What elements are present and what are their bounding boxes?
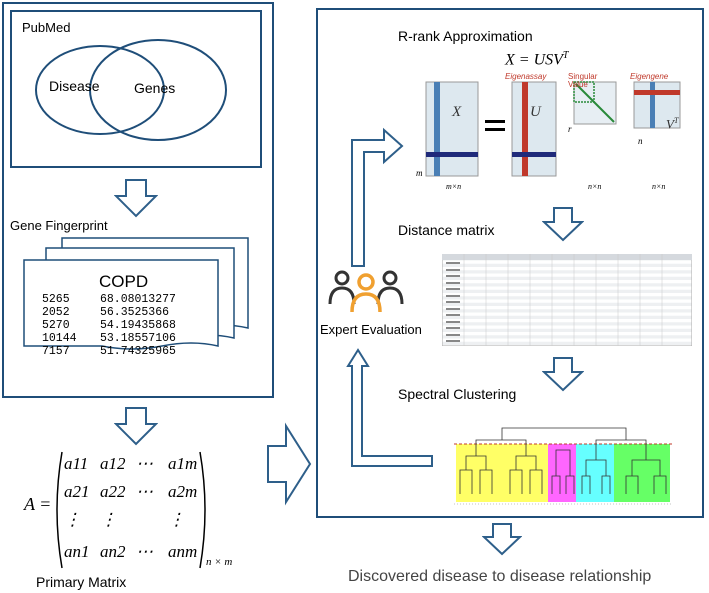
matrix-cell: ⋯ [136, 454, 153, 473]
matrix-cell: a21 [64, 482, 90, 501]
fingerprint-gene: 5265 [42, 293, 70, 306]
svd-label-x: X [452, 104, 462, 120]
svd-dim-x: m×n [446, 182, 462, 191]
matrix-row: a11 a12 ⋯ a1m [64, 454, 204, 482]
fingerprint-score: 51.74325965 [100, 345, 176, 356]
feedback-arrow-up-top [351, 127, 404, 267]
cluster-green [614, 444, 670, 502]
svd-value: Value [568, 80, 588, 89]
pubmed-box [10, 10, 262, 168]
fingerprint-title: Gene Fingerprint [10, 218, 108, 233]
arrow-right-main [267, 422, 312, 506]
matrix-cell: ⋮ [64, 510, 81, 529]
fingerprint-score: 54.19435868 [100, 319, 176, 332]
svd-dim-s: n×n [588, 182, 602, 191]
venn-diagram [35, 39, 227, 141]
pubmed-title: PubMed [22, 20, 71, 35]
arrow-down-4 [542, 357, 584, 392]
venn-disease-label: Disease [49, 78, 100, 94]
svd-label-vt: VT [666, 116, 678, 132]
fingerprint-row: 10144 53.18557106 [42, 332, 214, 345]
matrix-cell: ⋯ [136, 482, 153, 501]
fingerprint-gene: 7157 [42, 345, 70, 356]
svd-singular: Singular [568, 72, 598, 81]
cluster-magenta [548, 444, 576, 502]
matrix-cell: ⋮ [100, 510, 117, 529]
fingerprint-gene: 10144 [42, 332, 77, 345]
matrix-caption: Primary Matrix [36, 574, 127, 590]
svd-u-matrix [511, 81, 557, 177]
dendrogram [454, 427, 672, 505]
svd-vt-matrix [633, 81, 681, 129]
svd-eigenassay: Eigenassay [505, 72, 547, 81]
matrix-cell: ⋮ [168, 510, 185, 529]
arrow-down-5 [482, 523, 522, 556]
matrix-size: n × m [206, 556, 233, 568]
svd-label-vt-text: V [666, 116, 674, 132]
matrix-cell: an1 [64, 542, 90, 561]
svd-illustration [425, 81, 681, 177]
fingerprint-score: 53.18557106 [100, 332, 176, 345]
fingerprint-table: 5265 68.08013277 2052 56.3525366 5270 54.19… [42, 293, 222, 333]
matrix-cell [136, 510, 168, 542]
svd-formula-sup: T [562, 50, 569, 61]
fingerprint-table-tail: 10144 53.18557106 7157 51.74325965 [42, 332, 214, 356]
matrix-cell: a12 [100, 454, 126, 473]
fingerprint-row: 5265 68.08013277 [42, 293, 222, 306]
svd-r-label: r [568, 124, 572, 134]
matrix-cell: a2m [168, 482, 198, 501]
expert-evaluation-label: Expert Evaluation [320, 322, 422, 337]
matrix-brackets [56, 451, 206, 569]
svd-n-label: n [638, 136, 643, 146]
matrix-grid: a11 a12 ⋯ a1m a21 a22 ⋯ a2m ⋮ ⋮ ⋮ an1 an… [64, 454, 204, 570]
matrix-row: an1 an2 ⋯ anm [64, 542, 204, 570]
svd-m-label: m [416, 168, 423, 178]
distance-matrix-cells [446, 262, 460, 342]
matrix-cell: a22 [100, 482, 126, 501]
matrix-row: a21 a22 ⋯ a2m [64, 482, 204, 510]
matrix-cell: a1m [168, 454, 198, 473]
svd-dim-v: n×n [652, 182, 666, 191]
arrow-down-1 [114, 179, 158, 218]
arrow-down-3 [542, 207, 584, 242]
result-label: Discovered disease to disease relationsh… [348, 568, 652, 585]
fingerprint-cards [23, 237, 249, 350]
fingerprint-score: 68.08013277 [100, 293, 176, 306]
svd-formula-text: X = USV [505, 51, 563, 69]
venn-disease-circle [35, 45, 165, 135]
fingerprint-card-title: COPD [99, 272, 149, 291]
expert-group-icon [328, 270, 404, 313]
feedback-arrow-up-bottom [346, 348, 433, 467]
fingerprint-gene: 2052 [42, 306, 70, 319]
matrix-cell: anm [168, 542, 198, 561]
arrow-down-2 [114, 407, 158, 446]
matrix-cell: ⋯ [136, 542, 153, 561]
svd-x-matrix [425, 81, 479, 177]
fingerprint-row: 7157 51.74325965 [42, 345, 214, 356]
fingerprint-gene: 5270 [42, 319, 70, 332]
matrix-row: ⋮ ⋮ ⋮ [64, 510, 204, 542]
step-rrank-title: R-rank Approximation [398, 28, 533, 44]
venn-genes-label: Genes [134, 80, 176, 96]
matrix-cell: a11 [64, 454, 89, 473]
matrix-lhs: A = [24, 494, 52, 514]
fingerprint-row: 2052 56.3525366 [42, 306, 222, 319]
svd-formula: X = USVT [505, 50, 568, 69]
svd-eigengene: Eigengene [630, 72, 669, 81]
distance-matrix-table [442, 254, 692, 346]
step-spectral-title: Spectral Clustering [398, 386, 517, 402]
cluster-yellow [456, 444, 548, 502]
step-distance-title: Distance matrix [398, 222, 495, 238]
matrix-cell: an2 [100, 542, 126, 561]
fingerprint-score: 56.3525366 [100, 306, 170, 319]
venn-genes-circle [89, 39, 227, 141]
fingerprint-row: 5270 54.19435868 [42, 319, 222, 332]
svd-label-u: U [530, 104, 541, 120]
svd-label-vt-sup: T [673, 116, 679, 125]
